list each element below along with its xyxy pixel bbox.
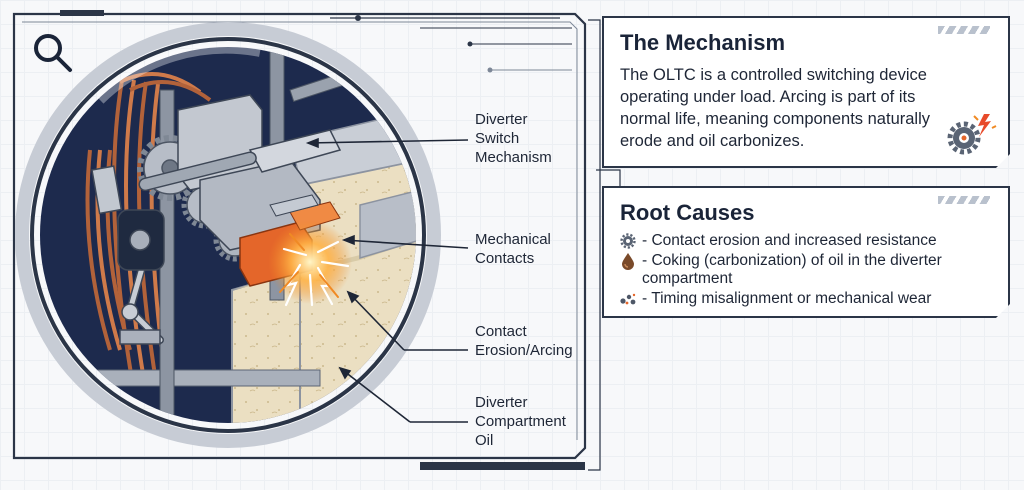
lens-glare bbox=[96, 43, 261, 104]
callout-mechanical-contacts: Mechanical Contacts bbox=[475, 231, 551, 267]
callout-diverter-switch: Diverter Switch Mechanism bbox=[475, 111, 552, 166]
left-frame bbox=[12, 10, 621, 471]
switch-mechanism bbox=[91, 94, 342, 345]
mechanism-title: The Mechanism bbox=[620, 30, 786, 55]
cause-text: - Coking (carbonization) of oil in the d… bbox=[642, 252, 942, 287]
callout-compartment-oil: Diverter Compartment Oil bbox=[475, 394, 566, 449]
callout-contact-erosion: Contact Erosion/Arcing bbox=[475, 323, 573, 359]
root-causes-title: Root Causes bbox=[620, 200, 755, 225]
panel-stripes bbox=[938, 26, 990, 34]
callout-leaders bbox=[305, 137, 469, 423]
root-causes-panel: Root Causes - Contact erosion and increa… bbox=[602, 186, 1010, 318]
cause-text: - Timing misalignment or mechanical wear bbox=[642, 290, 932, 307]
mechanism-body: The OLTC is a controlled switching devic… bbox=[620, 66, 930, 150]
list-item: - Timing misalignment or mechanical wear bbox=[618, 290, 1006, 308]
arc-spark bbox=[268, 220, 352, 307]
particles-icon bbox=[618, 290, 638, 308]
magnifier-icon bbox=[34, 34, 72, 72]
gear-spark-icon bbox=[944, 110, 998, 158]
oil-drop-icon bbox=[618, 252, 638, 270]
list-item: - Coking (carbonization) of oil in the d… bbox=[618, 252, 1006, 288]
list-item: - Contact erosion and increased resistan… bbox=[618, 232, 1006, 250]
panel-stripes bbox=[938, 196, 990, 204]
mechanism-panel: The Mechanism The OLTC is a controlled s… bbox=[602, 16, 1010, 168]
root-causes-list: - Contact erosion and increased resistan… bbox=[618, 232, 1006, 310]
cause-text: - Contact erosion and increased resistan… bbox=[642, 232, 937, 249]
gear-icon bbox=[618, 232, 638, 250]
